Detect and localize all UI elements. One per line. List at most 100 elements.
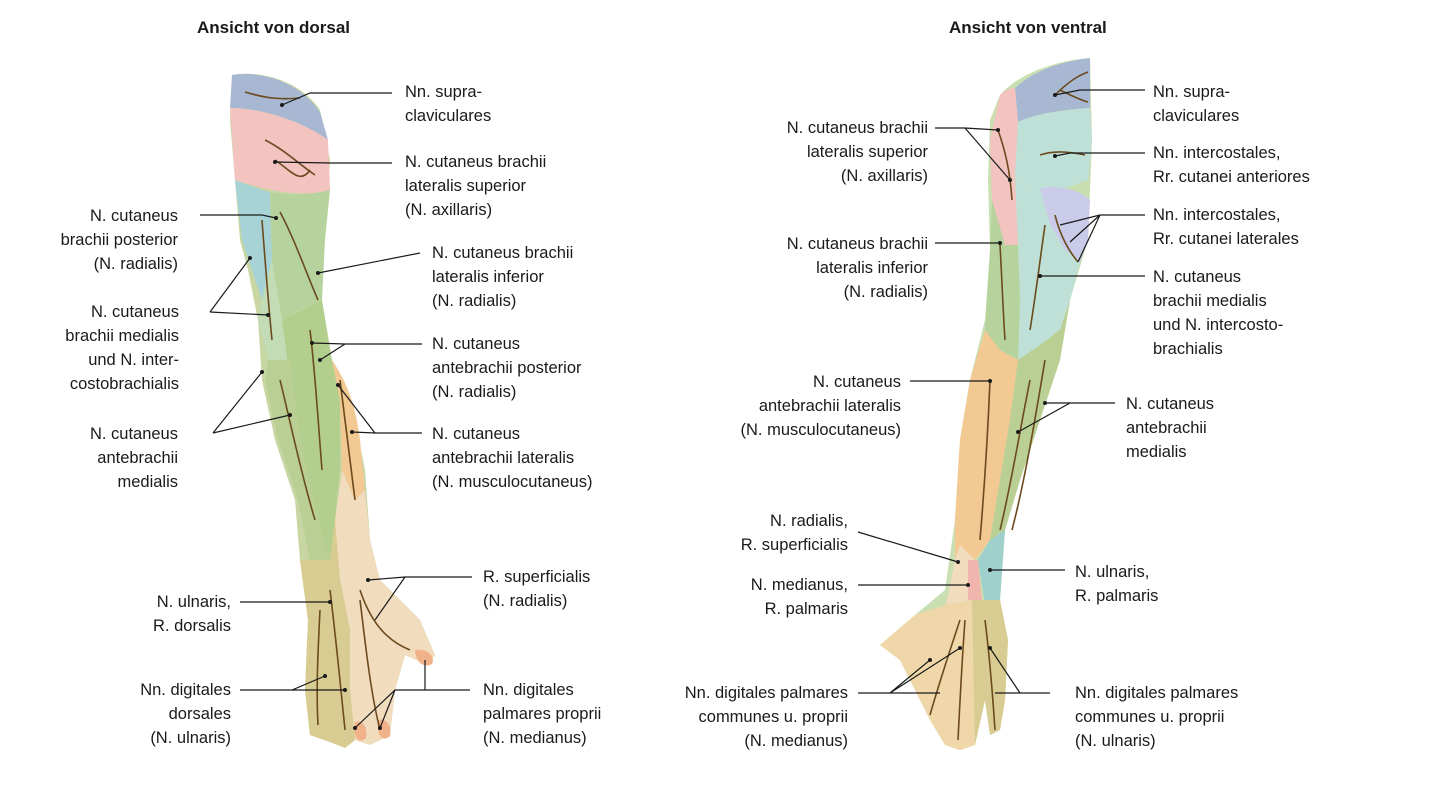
label-line: claviculares xyxy=(405,107,492,125)
label-line: Nn. intercostales, xyxy=(1153,206,1281,224)
label-line: Rr. cutanei laterales xyxy=(1153,230,1299,248)
label-line: R. superficialis xyxy=(740,536,848,554)
label-line: brachii posterior xyxy=(60,231,178,249)
label-dorsal-digitales-dorsales: Nn. digitales dorsales (N. ulnaris) xyxy=(140,678,231,750)
label-line: N. cutaneus xyxy=(432,425,521,443)
label-line: R. palmaris xyxy=(764,600,848,618)
label-dorsal-antebrachii-med: N. cutaneus antebrachii medialis xyxy=(90,422,178,494)
label-line: dorsales xyxy=(168,705,231,723)
dorsal-fingertip-1 xyxy=(415,649,433,666)
ventral-zone-radialis-superf xyxy=(945,545,975,610)
label-line: N. cutaneus xyxy=(90,303,179,321)
label-dorsal-brachii-post: N. cutaneus brachii posterior (N. radial… xyxy=(61,204,178,276)
label-line: (N. radialis) xyxy=(432,292,517,310)
label-line: (N. musculocutaneus) xyxy=(740,421,901,439)
label-line: Nn. digitales palmares xyxy=(1075,684,1239,702)
label-ventral-brachii-lat-inf: N. cutaneus brachii lateralis inferior (… xyxy=(787,232,928,304)
label-line: N. ulnaris, xyxy=(156,593,231,611)
label-line: N. cutaneus xyxy=(1153,268,1242,286)
label-dorsal-antebrachii-lat: N. cutaneus antebrachii lateralis (N. mu… xyxy=(432,422,592,494)
ventral-zone-medianus-palmar xyxy=(968,560,982,600)
label-ventral-radialis-superf: N. radialis, R. superficialis xyxy=(741,509,848,557)
dorsal-zone-antebrachii-med xyxy=(265,360,330,560)
dorsal-zone-brachii-post xyxy=(235,180,272,300)
label-line: (N. medianus) xyxy=(744,732,848,750)
label-line: lateralis superior xyxy=(806,143,928,161)
dorsal-zone-antebrachii-post xyxy=(282,300,340,560)
ventral-zone-intercostal-ant xyxy=(1015,108,1092,190)
label-ventral-antebrachii-med: N. cutaneus antebrachii medialis xyxy=(1126,392,1214,464)
label-line: (N. radialis) xyxy=(483,592,568,610)
label-line: brachialis xyxy=(1153,340,1223,358)
label-line: N. cutaneus xyxy=(89,207,178,225)
label-dorsal-brachii-lat-inf: N. cutaneus brachii lateralis inferior (… xyxy=(432,241,573,313)
label-line: brachii medialis xyxy=(1153,292,1267,310)
label-line: N. radialis, xyxy=(770,512,848,530)
label-line: brachii medialis xyxy=(65,327,179,345)
label-line: N. ulnaris, xyxy=(1075,563,1150,581)
dorsal-zone-supraclav xyxy=(230,73,328,140)
label-line: (N. axillaris) xyxy=(840,167,928,185)
label-line: (N. radialis) xyxy=(843,283,928,301)
label-ventral-brachii-lat-sup: N. cutaneus brachii lateralis superior (… xyxy=(787,116,928,188)
ventral-arm xyxy=(880,58,1092,750)
label-ventral-intercostales-ant: Nn. intercostales, Rr. cutanei anteriore… xyxy=(1153,141,1310,189)
label-line: (N. axillaris) xyxy=(405,201,493,219)
dorsal-zone-brachii-med xyxy=(258,260,290,360)
label-line: (N. radialis) xyxy=(93,255,178,273)
label-dorsal-brachii-med: N. cutaneus brachii medialis und N. inte… xyxy=(65,300,179,396)
label-line: communes u. proprii xyxy=(1075,708,1225,726)
label-ventral-intercostales-lat: Nn. intercostales, Rr. cutanei laterales xyxy=(1153,203,1299,251)
label-line: palmares proprii xyxy=(483,705,602,723)
label-line: N. medianus, xyxy=(750,576,848,594)
label-ventral-supraclav: Nn. supra- claviculares xyxy=(1153,80,1239,128)
label-line: (N. ulnaris) xyxy=(1075,732,1156,750)
label-dorsal-supraclav: Nn. supra- claviculares xyxy=(405,80,491,128)
label-line: N. cutaneus brachii xyxy=(786,235,928,253)
label-line: N. cutaneus brachii xyxy=(786,119,928,137)
ventral-zone-brachii-med xyxy=(1015,175,1080,360)
ventral-nerve-branches xyxy=(929,71,1089,741)
dorsal-nerve-branches xyxy=(244,91,411,731)
label-line: (N. ulnaris) xyxy=(150,729,231,747)
ventral-zone-axillary xyxy=(990,88,1018,245)
dorsal-zone-antebrachii-lat xyxy=(332,360,365,500)
label-line: R. dorsalis xyxy=(153,617,231,635)
label-dorsal-digitales-palm-propr: Nn. digitales palmares proprii (N. media… xyxy=(483,678,601,750)
dorsal-leader-lines xyxy=(200,92,472,729)
ventral-zone-ulnaris-palmar xyxy=(978,530,1005,605)
label-dorsal-brachii-lat-sup: N. cutaneus brachii lateralis superior (… xyxy=(405,150,546,222)
label-dorsal-antebrachii-post: N. cutaneus antebrachii posterior (N. ra… xyxy=(432,332,582,404)
label-line: N. cutaneus xyxy=(89,425,178,443)
label-ventral-medianus-palmaris: N. medianus, R. palmaris xyxy=(751,573,848,621)
ventral-zone-hand-median xyxy=(880,600,975,750)
dorsal-arm xyxy=(230,73,435,749)
label-line: (N. medianus) xyxy=(483,729,587,747)
label-ventral-brachii-med: N. cutaneus brachii medialis und N. inte… xyxy=(1153,265,1283,361)
label-line: antebrachii lateralis xyxy=(432,449,575,467)
ventral-zone-intercostal-lat xyxy=(1040,187,1090,262)
label-line: claviculares xyxy=(1153,107,1240,125)
label-line: Nn. supra- xyxy=(1153,83,1231,101)
label-ventral-digit-palm-medianus: Nn. digitales palmares communes u. propr… xyxy=(685,681,848,753)
leader-dots xyxy=(248,93,1057,730)
label-line: N. cutaneus xyxy=(812,373,901,391)
ventral-zone-supraclav xyxy=(1015,58,1090,122)
label-ventral-ulnaris-palmaris: N. ulnaris, R. palmaris xyxy=(1075,560,1158,608)
ventral-leader-lines xyxy=(857,89,1145,694)
label-line: communes u. proprii xyxy=(698,708,848,726)
dorsal-zone-axillary xyxy=(230,108,330,194)
label-line: N. cutaneus xyxy=(432,335,521,353)
label-line: medialis xyxy=(1126,443,1187,461)
label-line: N. cutaneus brachii xyxy=(432,244,574,262)
label-line: und N. intercosto- xyxy=(1153,316,1284,334)
label-ventral-digit-palm-ulnaris: Nn. digitales palmares communes u. propr… xyxy=(1075,681,1238,753)
label-line: lateralis inferior xyxy=(816,259,928,277)
label-dorsal-ulnaris-dorsalis: N. ulnaris, R. dorsalis xyxy=(153,590,231,638)
label-ventral-antebrachii-lat: N. cutaneus antebrachii lateralis (N. mu… xyxy=(741,370,901,442)
label-line: R. superficialis xyxy=(483,568,591,586)
label-line: (N. radialis) xyxy=(432,383,517,401)
label-line: lateralis inferior xyxy=(432,268,544,286)
title-dorsal: Ansicht von dorsal xyxy=(197,18,351,37)
